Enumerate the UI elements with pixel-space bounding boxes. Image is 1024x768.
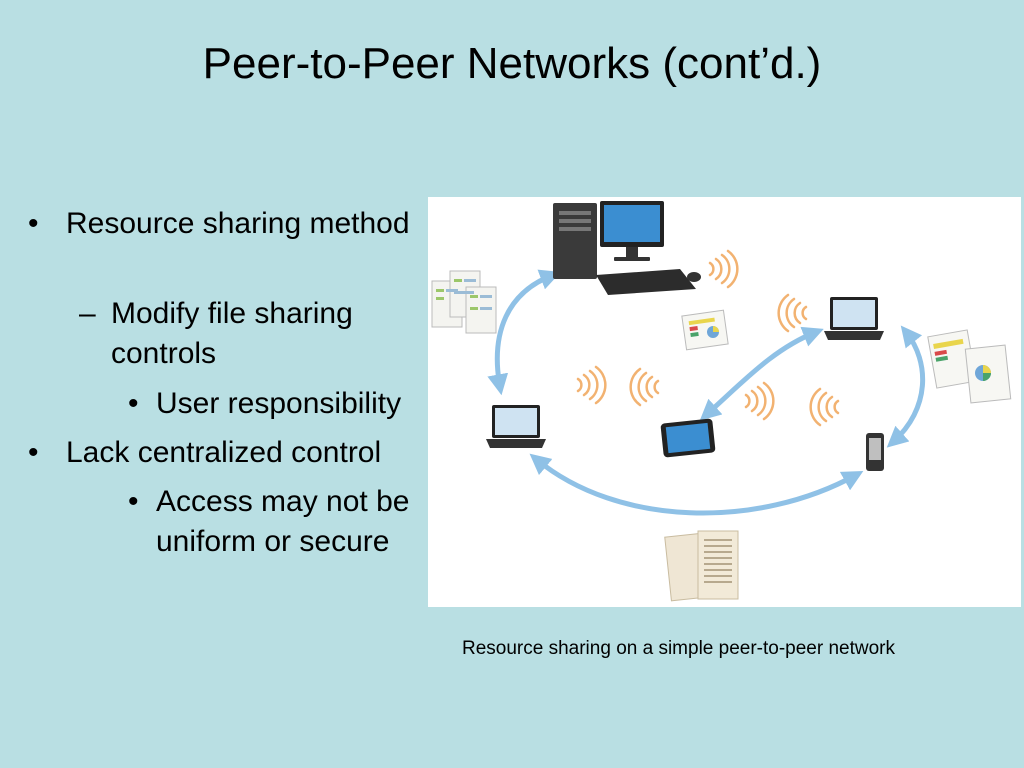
laptop-right-icon (824, 297, 884, 340)
arrow-tablet-laptop-right (699, 326, 824, 421)
bullet-text: User responsibility (156, 387, 402, 420)
bullet-text: Modify file sharing controls (111, 297, 353, 370)
bullet-text: Lack centralized control (66, 436, 382, 469)
bullet-item: • Lack centralized control (28, 433, 436, 473)
documents-icon (431, 270, 497, 334)
laptop-left-icon (486, 405, 546, 448)
bullet-text: Access may not be uniform or secure (156, 485, 410, 558)
bullet-item: • Access may not be uniform or secure (128, 482, 416, 562)
bullet-marker: • (128, 485, 139, 518)
figure-caption: Resource sharing on a simple peer-to-pee… (462, 638, 895, 659)
arrow-desktop-laptop-left (487, 269, 561, 396)
bullet-marker: • (128, 387, 139, 420)
network-diagram (428, 197, 1021, 607)
slide-title: Peer-to-Peer Networks (cont’d.) (202, 39, 822, 88)
chart-report-icon (927, 329, 1012, 404)
bullet-marker: – (79, 297, 96, 330)
smartphone-icon (866, 433, 884, 471)
desktop-computer-icon (553, 201, 701, 295)
report-pages-icon (664, 530, 739, 602)
arrow-laptop-left-smartphone (529, 453, 864, 516)
bullet-list: • Resource sharing method – Modify file … (0, 0, 440, 768)
bullet-text: Resource sharing method (66, 207, 410, 240)
bullet-item: • User responsibility (128, 384, 456, 424)
bullet-marker: • (28, 207, 39, 240)
tablet-icon (660, 418, 716, 458)
connection-arrows (487, 269, 926, 516)
bullet-marker: • (28, 436, 39, 469)
wifi-signal-icon (576, 249, 840, 427)
chart-report-icon (681, 309, 729, 351)
bullet-item: – Modify file sharing controls (79, 294, 431, 374)
bullet-item: • Resource sharing method (28, 204, 436, 244)
arrow-laptop-right-smartphone (886, 325, 926, 448)
